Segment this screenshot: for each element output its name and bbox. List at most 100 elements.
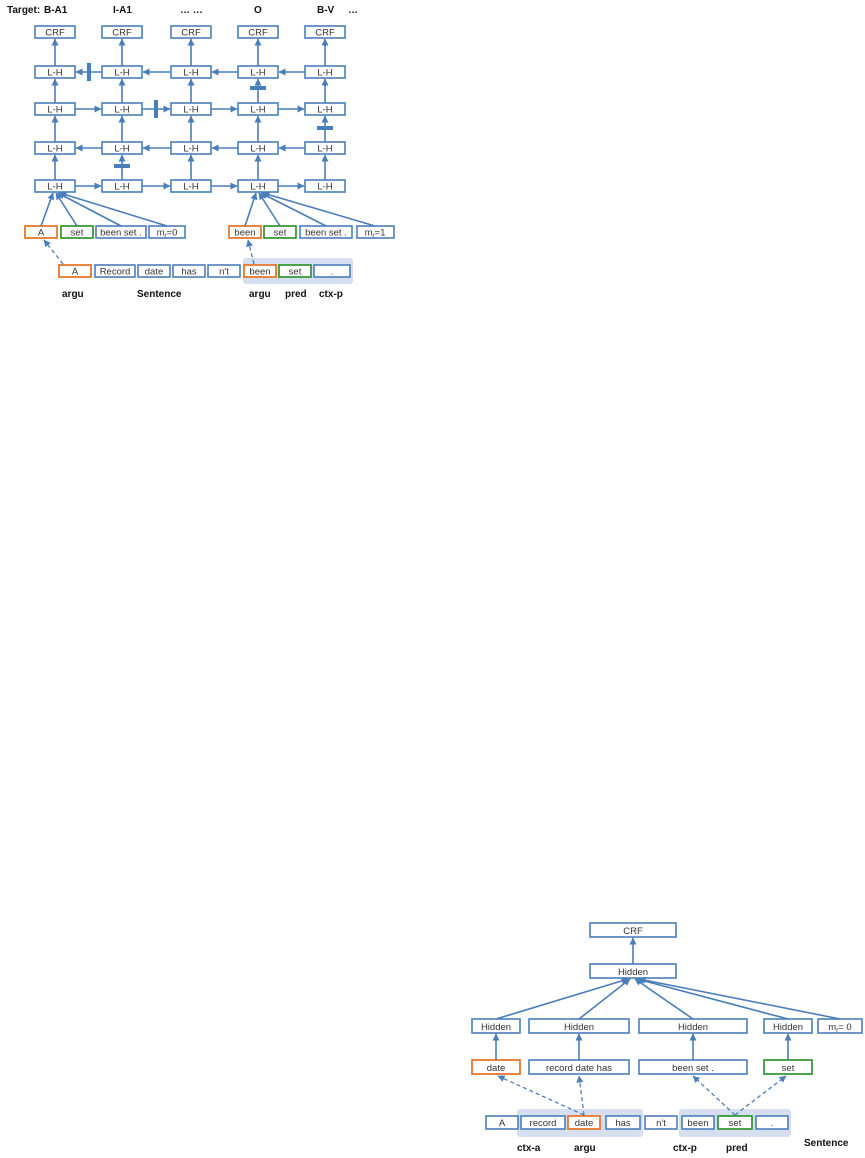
sentence-label: Sentence	[804, 1138, 849, 1149]
sentence-token	[485, 1115, 519, 1130]
sentence-token	[278, 264, 312, 278]
crf-node	[170, 25, 212, 39]
crf-node-label: CRF	[45, 28, 65, 39]
lstm-hidden-label: L-H	[317, 68, 332, 79]
argu-label: argu	[249, 289, 271, 300]
region-mark-label: mr=1	[365, 228, 386, 240]
crf-node	[34, 25, 76, 39]
sentence-token	[520, 1115, 566, 1130]
ctx-a-label: ctx-a	[517, 1143, 541, 1154]
lstm-hidden-label: L-H	[47, 144, 62, 155]
target-label: B-A1	[44, 5, 68, 16]
argument-box-label: date	[487, 1063, 506, 1074]
lstm-hidden-label: L-H	[250, 144, 265, 155]
right-input-group: been set been set . mr=1	[228, 225, 395, 240]
sentence-token-label: n't	[219, 267, 229, 278]
lstm-hidden-label: L-H	[114, 68, 129, 79]
sentence-token	[644, 1115, 678, 1130]
bottom-sentence: A record date has n't been set .	[485, 1115, 789, 1130]
crf-node-label: CRF	[112, 28, 132, 39]
argu-label: argu	[62, 289, 84, 300]
crf-node-label: CRF	[248, 28, 268, 39]
ctx-p-label: ctx-p	[673, 1143, 697, 1154]
crf-node-label: CRF	[315, 28, 335, 39]
target-label: … …	[180, 5, 203, 16]
fan-arrows	[495, 976, 841, 1020]
sentence-token-label: been	[249, 267, 270, 278]
sentence-token	[243, 264, 277, 278]
target-label: O	[254, 5, 262, 16]
break-mark	[87, 63, 91, 81]
top-diagram: Target: B-A1 I-A1 … … O B-V … CRF CRF CR…	[7, 5, 395, 300]
sentence-token-label: A	[499, 1118, 506, 1129]
sentence-token	[755, 1115, 789, 1130]
sentence-token	[94, 264, 136, 278]
sentence-token	[172, 264, 206, 278]
lstm-hidden-label: L-H	[317, 182, 332, 193]
lstm-hidden-label: L-H	[183, 182, 198, 193]
lstm-hidden-label: L-H	[47, 68, 62, 79]
hidden-node-label: Hidden	[678, 1022, 708, 1033]
context-box-label: record date has	[546, 1063, 612, 1074]
hidden-node-label: Hidden	[564, 1022, 594, 1033]
hidden-node-label: Hidden	[773, 1022, 803, 1033]
sentence-token-label: has	[181, 267, 197, 278]
sentence-token	[207, 264, 241, 278]
sentence-token	[137, 264, 171, 278]
break-mark	[154, 100, 158, 118]
lstm-hidden-label: L-H	[250, 105, 265, 116]
lstm-hidden-label: L-H	[114, 144, 129, 155]
context-box-label: been set .	[672, 1063, 714, 1074]
sentence-token	[567, 1115, 601, 1130]
lstm-hidden-label: L-H	[114, 105, 129, 116]
sentence-token-label: set	[289, 267, 302, 278]
sentence-token-label: Record	[100, 267, 131, 278]
break-mark	[250, 86, 266, 90]
sentence-token	[717, 1115, 753, 1130]
lstm-hidden-label: L-H	[250, 182, 265, 193]
sentence-token-label: .	[331, 267, 334, 278]
argument-box-label: been	[234, 228, 255, 239]
predicate-box-label: set	[71, 228, 84, 239]
crf-node	[304, 25, 346, 39]
pred-label: pred	[285, 289, 307, 300]
lstm-hidden-label: L-H	[317, 144, 332, 155]
sentence-token-label: been	[687, 1118, 708, 1129]
lstm-hidden-label: L-H	[250, 68, 265, 79]
sentence-token-label: date	[575, 1118, 594, 1129]
crf-node-label: CRF	[623, 926, 643, 937]
bottom-diagram: CRF Hidden Hidden Hidden Hidden Hidden m…	[471, 922, 863, 1154]
lstm-hidden-label: L-H	[47, 105, 62, 116]
region-mark-box	[356, 225, 395, 239]
predicate-box-label: set	[274, 228, 287, 239]
target-prefix: Target:	[7, 5, 40, 16]
sentence-token	[681, 1115, 715, 1130]
horizontal-arrows	[75, 68, 305, 190]
argu-label: argu	[574, 1143, 596, 1154]
sentence-token-label: A	[72, 267, 79, 278]
lstm-hidden-label: L-H	[114, 182, 129, 193]
vertical-arrows	[51, 38, 329, 180]
context-box-label: been set .	[100, 228, 142, 239]
fan-arrows	[40, 191, 376, 227]
crf-node	[237, 25, 279, 39]
predicate-box-label: set	[782, 1063, 795, 1074]
pred-label: pred	[726, 1143, 748, 1154]
lstm-hidden-label: L-H	[183, 105, 198, 116]
target-label: …	[348, 5, 358, 16]
region-mark-label: mr=0	[157, 228, 178, 240]
argument-box-label: A	[38, 228, 45, 239]
sentence-token-label: n't	[656, 1118, 666, 1129]
hidden-node-label: Hidden	[481, 1022, 511, 1033]
lstm-hidden-label: L-H	[317, 105, 332, 116]
break-mark	[317, 126, 333, 130]
ctx-p-label: ctx-p	[319, 289, 343, 300]
sentence-token-label: set	[729, 1118, 742, 1129]
hidden-node-label: Hidden	[618, 967, 648, 978]
context-box-label: been set .	[305, 228, 347, 239]
sentence-token-label: has	[615, 1118, 631, 1129]
sentence-token	[605, 1115, 641, 1130]
sentence-token	[58, 264, 92, 278]
crf-row: CRF CRF CRF CRF CRF	[34, 25, 346, 39]
lstm-hidden-label: L-H	[47, 182, 62, 193]
